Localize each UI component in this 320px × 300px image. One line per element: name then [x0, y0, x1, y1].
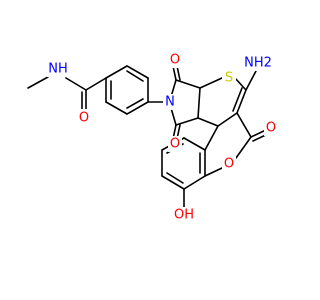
bond-n-amide-carbon	[65, 77, 87, 91]
bond-n-c-bottom	[170, 107, 177, 126]
bond-ch-aryl	[204, 125, 219, 151]
bond-layer	[27, 65, 271, 213]
o-imide-top-label: O	[170, 53, 180, 68]
bond-c-top-ch	[175, 79, 201, 89]
o-amide-label: O	[79, 111, 89, 126]
bond-c-nh2	[245, 70, 257, 91]
bond-lactone-c-o	[235, 136, 252, 159]
bond-o-aryl	[204, 167, 223, 177]
bond-imide-carbonyl-top-2	[176, 65, 181, 81]
bond-phenyl-5	[105, 101, 128, 115]
bond-aryl-3	[161, 175, 185, 190]
bond-phenyl-1	[105, 65, 128, 79]
bond-phenyl-inner-2	[126, 98, 144, 109]
bond-aryl-2	[183, 175, 206, 190]
atom-o-imide-top: O	[168, 52, 182, 68]
bond-c-amino-c	[236, 89, 247, 114]
n-imide-label: N	[165, 95, 175, 110]
bond-aryl-6	[183, 137, 206, 151]
chemical-structure-diagram: NH O N O O S NH2 O	[27, 52, 278, 223]
s-thio-label: S	[225, 71, 233, 86]
bond-methyl-n	[27, 76, 49, 89]
bond-aryl-inner-2	[166, 172, 184, 184]
nh-amide-label: NH	[48, 62, 68, 77]
bond-amide-phenyl	[85, 77, 107, 91]
bond-phenyl-inner-1	[126, 70, 144, 82]
bond-c-amino-c-double	[232, 87, 243, 112]
atom-nh-amide: NH	[47, 61, 69, 77]
oh-hydroxyl-label: OH	[174, 208, 194, 223]
atom-s-thio: S	[222, 70, 236, 86]
atom-o-lactone-carbonyl: O	[264, 120, 278, 136]
atom-oh-hydroxyl: OH	[172, 207, 196, 223]
o-lactone-carbonyl-label: O	[266, 121, 276, 136]
bond-imide-carbonyl-top	[172, 65, 177, 81]
bond-c-c-ch	[217, 112, 238, 127]
bond-s-c-amino	[234, 77, 247, 91]
o-imide-bottom-label: O	[170, 137, 180, 152]
atom-o-imide-bottom: O	[168, 136, 182, 152]
bond-ring-fusion	[197, 87, 201, 119]
atom-o-ring: O	[222, 156, 236, 172]
bond-phenyl-4	[126, 101, 149, 115]
atom-o-amide: O	[77, 109, 91, 126]
bond-phenyl-2	[126, 65, 149, 79]
atom-label-layer: NH O N O O S NH2 O	[47, 52, 278, 223]
bond-ch-ch	[197, 117, 219, 127]
atom-nh2-amino: NH2	[242, 55, 274, 71]
bond-c-lactone-carbon	[236, 112, 252, 138]
bond-c-bottom-ch	[175, 117, 199, 126]
bond-ch-s	[199, 77, 223, 89]
o-ring-label: O	[224, 157, 234, 172]
nh2-amino-label: NH2	[244, 56, 272, 71]
atom-n-imide: N	[163, 94, 177, 110]
